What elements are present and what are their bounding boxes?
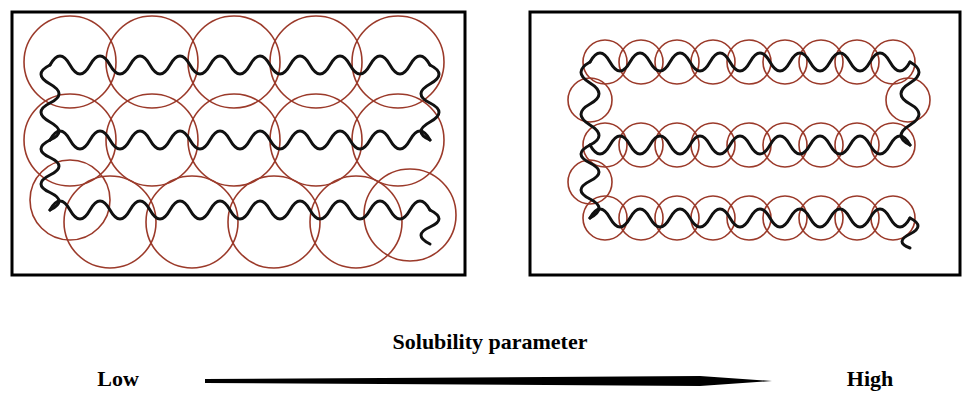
polymer-chain [581,53,919,248]
frame-box [12,12,465,275]
polymer-chain [41,56,439,244]
frame-box [530,12,960,275]
scale-end-label: High [847,367,893,391]
scale-end-label: Low [97,367,139,391]
gradient-arrow [205,376,772,386]
solvation-circles [24,16,456,268]
solvation-circles [568,40,930,240]
axis-title: Solubility parameter [393,330,588,354]
